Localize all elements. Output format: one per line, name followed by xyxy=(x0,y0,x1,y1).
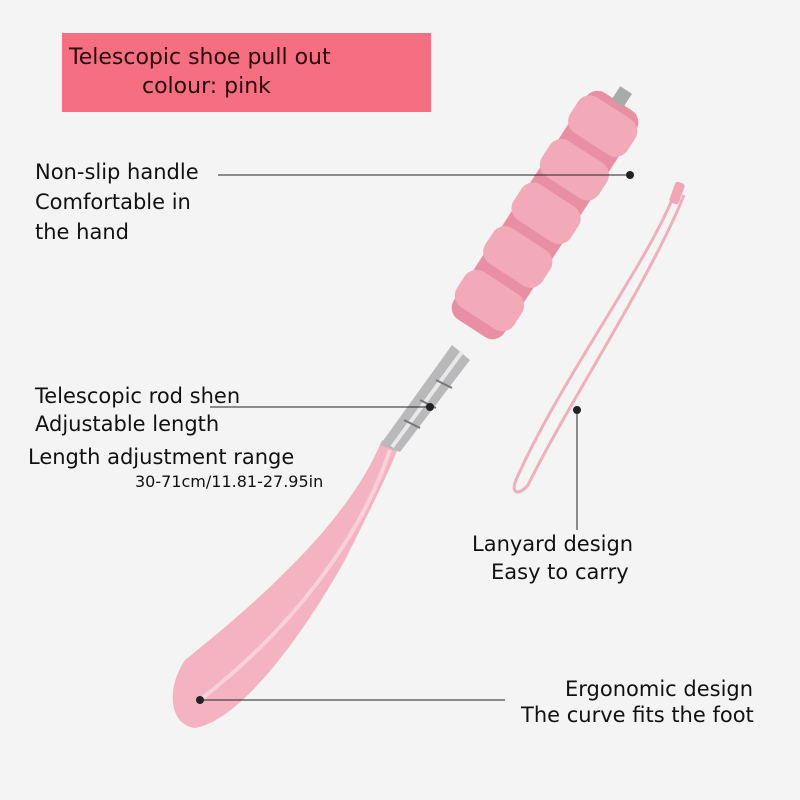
horn-desc: The curve fits the foot xyxy=(521,703,754,727)
lanyard-desc: Easy to carry xyxy=(491,560,629,584)
handle-desc-1: Comfortable in xyxy=(35,190,191,214)
lanyard-strap xyxy=(512,189,686,494)
handle-callout-dot xyxy=(626,171,634,179)
rod-range-value: 30-71cm/11.81-27.95in xyxy=(135,472,324,491)
lanyard-clip xyxy=(669,181,685,205)
lanyard-callout-dot xyxy=(573,406,581,414)
shoe-horn-blade xyxy=(172,440,398,728)
lanyard-label: Lanyard design xyxy=(472,532,634,556)
horn-label: Ergonomic design xyxy=(565,677,754,701)
banner-colour: colour: pink xyxy=(142,74,271,99)
telescopic-rod xyxy=(380,345,470,452)
banner-title: Telescopic shoe pull out xyxy=(69,45,331,70)
title-banner: Telescopic shoe pull out colour: pink xyxy=(62,33,431,112)
handle-desc-2: the hand xyxy=(35,220,129,244)
handle-label: Non-slip handle xyxy=(35,160,199,184)
rod-callout-dot xyxy=(426,403,434,411)
rod-range-label: Length adjustment range xyxy=(28,445,295,469)
foam-handle xyxy=(451,86,639,340)
horn-callout-dot xyxy=(196,696,204,704)
rod-desc: Adjustable length xyxy=(35,412,220,436)
rod-label: Telescopic rod shen xyxy=(35,384,241,408)
